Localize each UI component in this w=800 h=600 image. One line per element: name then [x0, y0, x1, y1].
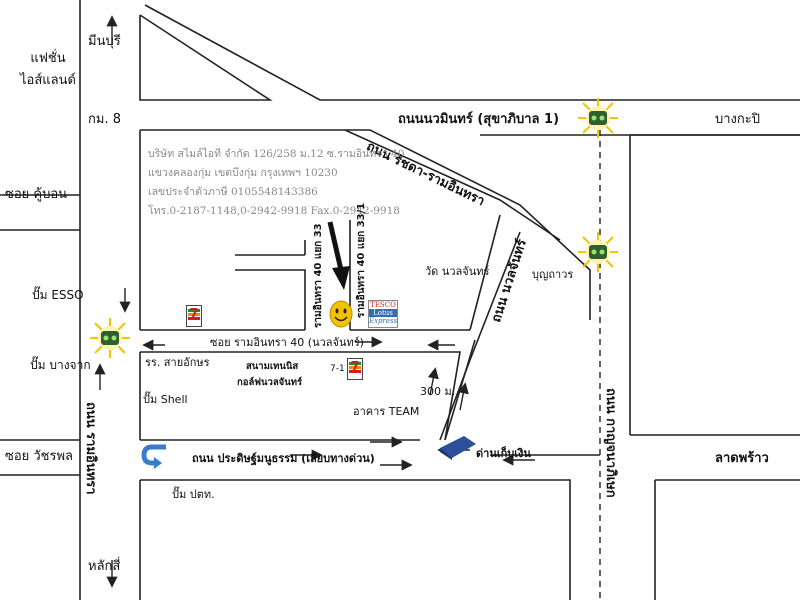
company-info: บริษัท สไมล์ไอที จำกัด 126/258 ม.12 ซ.รา… [148, 148, 404, 224]
label-sai-aksorn: รร. สายอักษร [145, 356, 210, 369]
direction-arrow-icon [94, 15, 535, 588]
label-tennis: สนามเทนนิส [246, 361, 299, 372]
label-bangkapi: บางกะปิ [715, 112, 761, 127]
label-fashion-island: แฟชั่น ไอส์แลนด์ [20, 51, 76, 88]
label-esso: ปั๊ม ESSO [32, 288, 84, 302]
label-km8: กม. 8 [88, 112, 121, 127]
label-golf: กอล์ฟนวลจันทร์ [237, 377, 303, 388]
label-expressway: ถนน ประดิษฐ์มนูธรรม (เลียบทางด่วน) [192, 452, 375, 465]
label-soi-ram40: ซอย รามอินทรา 40 (นวลจันทร์) [210, 336, 364, 349]
label-shell: ปั๊ม Shell [143, 393, 188, 406]
toll-building-icon [440, 436, 476, 460]
u-turn-icon [141, 444, 166, 469]
traffic-light-icon [578, 232, 618, 272]
smiley-location-icon [329, 300, 353, 328]
seven-eleven-icon: 7 [347, 358, 363, 380]
label-300m: 300 ม. [420, 385, 456, 398]
road-edge [469, 214, 501, 331]
label-ladprao: ลาดพร้าว [715, 451, 769, 466]
label-ptt: ปั๊ม ปตท. [172, 488, 215, 501]
label-minburi: มีนบุรี [88, 34, 121, 49]
label-toll: ด่านเก็บเงิน [476, 447, 531, 460]
label-soi-khubon: ซอย คู้บอน [5, 187, 68, 202]
company-line: บริษัท สไมล์ไอที จำกัด 126/258 ม.12 ซ.รา… [148, 148, 405, 160]
company-line: แขวงคลองกุ่ม เขตบึงกุ่ม กรุงเทพฯ 10230 [148, 167, 338, 179]
label-laksi: หลักสี่ [88, 559, 121, 574]
road-edge [139, 14, 273, 101]
seven-eleven-icon: 7 [186, 305, 202, 327]
road-edge [140, 129, 591, 320]
company-line: เลขประจำตัวภาษี 0105548143386 [148, 186, 318, 198]
tesco-lotus-icon: TESCO Lotus Express [368, 300, 398, 328]
label-wat-nuanchan: วัด นวลจันทร์ [425, 265, 490, 278]
label-bangchak: ปั๊ม บางจาก [30, 358, 91, 372]
traffic-light-icon [90, 318, 130, 358]
label-soi-watcharapol: ซอย วัชรพล [5, 449, 74, 464]
label-seven: 7-1 [330, 364, 345, 374]
traffic-light-icon [578, 98, 618, 138]
label-bunyawat: บุญถาวร [532, 268, 574, 281]
road-edge [344, 129, 561, 241]
road-edge [144, 4, 800, 101]
label-nawamin-road: ถนนนวมินทร์ (สุขาภิบาล 1) [398, 112, 560, 127]
label-team-building: อาคาร TEAM [353, 405, 420, 418]
pointer-arrow-icon [327, 221, 350, 290]
company-line: โทร.0-2187-1148,0-2942-9918 Fax.0-2942-9… [148, 205, 400, 217]
